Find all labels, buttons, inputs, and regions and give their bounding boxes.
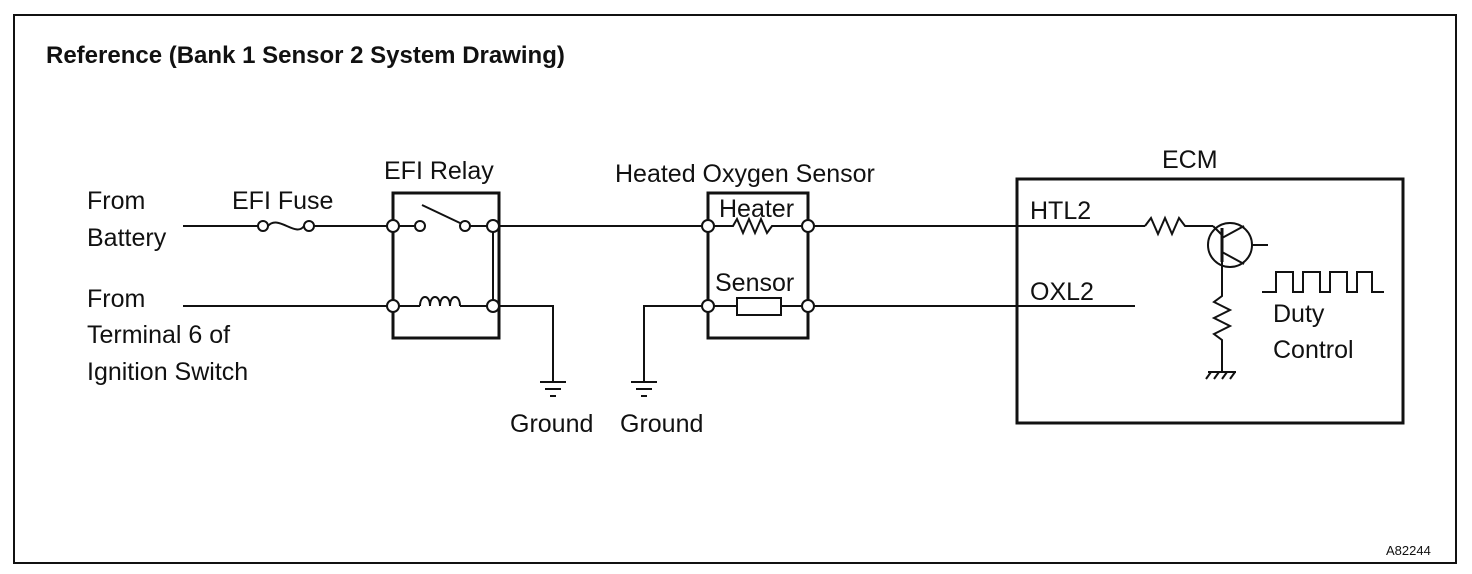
from-ignition-label-line3: Ignition Switch bbox=[87, 358, 248, 386]
from-battery-label-line2: Battery bbox=[87, 224, 167, 252]
efi-fuse-symbol bbox=[183, 220, 387, 232]
efi-relay-box bbox=[391, 191, 501, 340]
duty-control-label-line2: Control bbox=[1273, 336, 1354, 364]
ecm-pulldown-resistor bbox=[1205, 290, 1236, 380]
sensor-element bbox=[701, 297, 815, 316]
sensor-label: Sensor bbox=[715, 269, 794, 297]
heated-oxygen-sensor-box bbox=[706, 191, 810, 340]
relay-coil bbox=[386, 296, 500, 313]
sensor-ground bbox=[631, 305, 702, 397]
duty-pulse-waveform-icon bbox=[1262, 271, 1384, 293]
efi-fuse-label: EFI Fuse bbox=[232, 187, 333, 215]
from-battery-label-line1: From bbox=[87, 187, 145, 215]
oxl2-terminal-label: OXL2 bbox=[1030, 278, 1094, 306]
htl2-terminal-label: HTL2 bbox=[1030, 197, 1091, 225]
ecm-transistor bbox=[1207, 222, 1268, 290]
ecm-base-resistor bbox=[1144, 215, 1213, 237]
heated-oxygen-sensor-label: Heated Oxygen Sensor bbox=[615, 160, 875, 188]
from-ignition-label-line2: Terminal 6 of bbox=[87, 321, 230, 349]
ecm-box bbox=[1015, 177, 1405, 425]
ecm-label: ECM bbox=[1162, 146, 1218, 174]
relay-ground bbox=[499, 305, 566, 397]
ground-label-sensor: Ground bbox=[620, 410, 703, 438]
outer-frame bbox=[13, 14, 1457, 564]
duty-control-label-line1: Duty bbox=[1273, 300, 1325, 328]
diagram-title: Reference (Bank 1 Sensor 2 System Drawin… bbox=[46, 42, 565, 69]
ground-label-relay: Ground bbox=[510, 410, 593, 438]
relay-switch-contacts bbox=[386, 204, 500, 233]
heater-label: Heater bbox=[719, 195, 794, 223]
from-ignition-label-line1: From bbox=[87, 285, 145, 313]
figure-code: A82244 bbox=[1386, 543, 1431, 558]
efi-relay-label: EFI Relay bbox=[384, 157, 494, 185]
